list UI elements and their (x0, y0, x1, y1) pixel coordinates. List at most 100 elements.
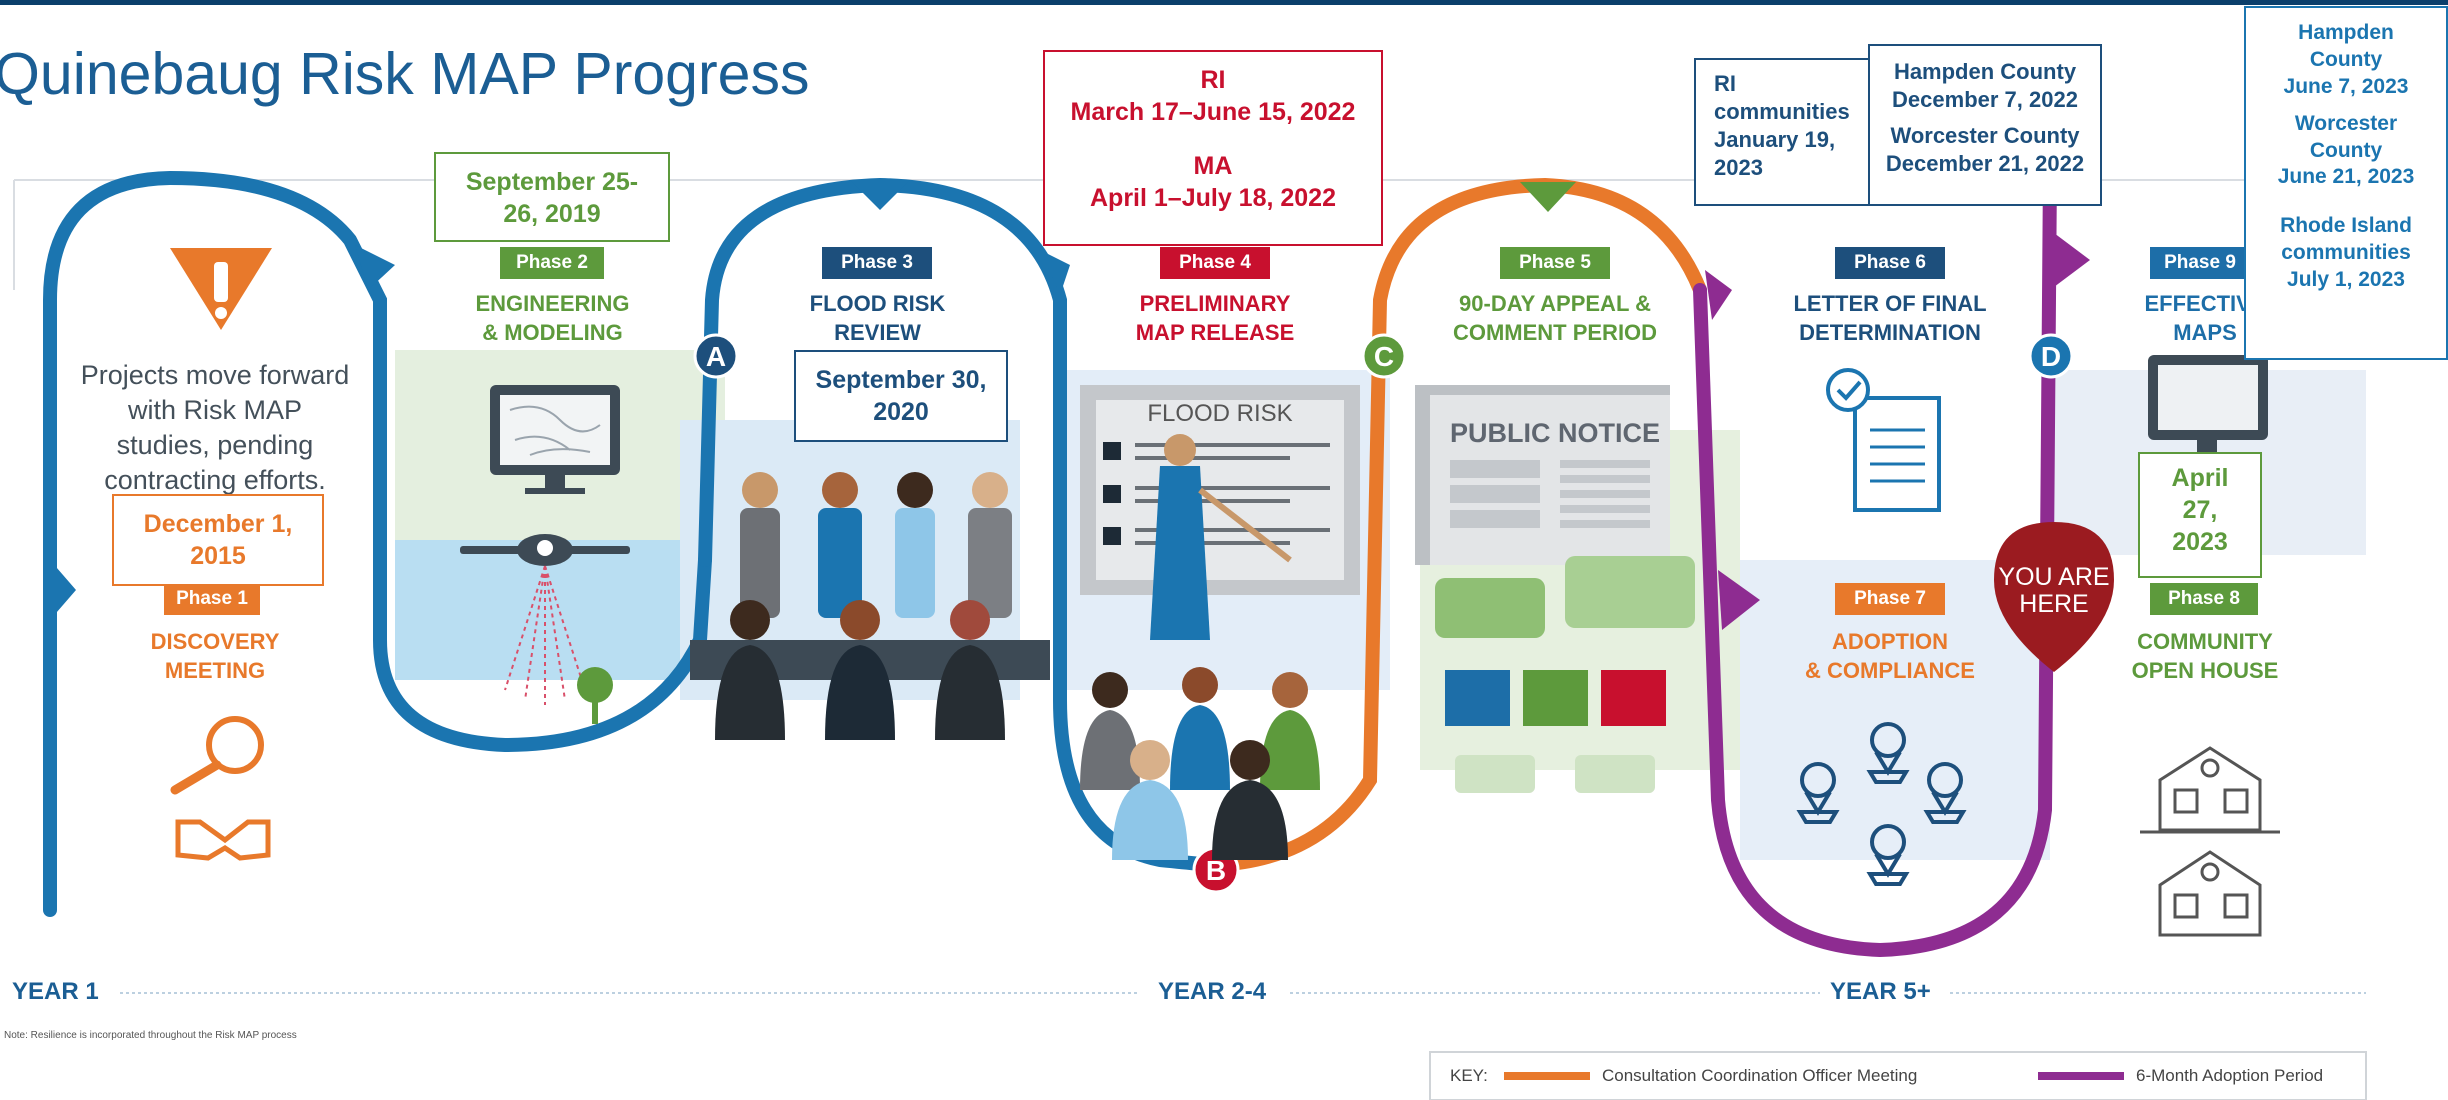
you-are-here-line1: YOU ARE (1998, 563, 2109, 591)
phase5-ri-line1: RI (1714, 71, 1736, 96)
phase4-date-callout: RI March 17–June 15, 2022 MA April 1–Jul… (1043, 50, 1383, 246)
phase6-worcester-line1: Worcester County (1890, 123, 2080, 149)
arrow-phase9 (2050, 230, 2090, 290)
handshake-icon (175, 819, 271, 861)
intro-text-line2: with Risk MAP (127, 395, 303, 426)
phase6-hampden-line1: Hampden County (1893, 59, 2077, 84)
phase3-date-line2: 2020 (873, 398, 929, 426)
arrow-phase1 (50, 560, 76, 620)
phase5-tag: Phase 5 (1500, 247, 1610, 279)
effective-maps-monitor-icon (2148, 355, 2268, 458)
phase3-name-line2: REVIEW (834, 319, 921, 345)
phase5-ri-line4: 2023 (1714, 155, 1763, 181)
arrow-phase2 (355, 245, 395, 290)
phase6-hampden-line2: December 7, 2022 (1892, 87, 2078, 113)
phase6-name-line2: DETERMINATION (1799, 319, 1981, 345)
phase3-name-line1: FLOOD RISK (809, 291, 946, 316)
flood-risk-board-label: FLOOD RISK (1147, 400, 1293, 427)
phase4-audience-illustration (1080, 667, 1320, 860)
intro-text-line3: studies, pending (116, 430, 314, 461)
milestone-a-marker: A (693, 333, 739, 379)
letter-document-icon (1826, 368, 1941, 512)
intro-text-line4: contracting efforts. (104, 465, 326, 496)
phase4-tag: Phase 4 (1160, 247, 1270, 279)
phase2-tag: Phase 2 (500, 247, 604, 279)
phase9-ri-line1: Rhode Island (2280, 214, 2412, 238)
review-audience-illustration (690, 472, 1050, 740)
key-item-adoption-period: 6-Month Adoption Period (2136, 1066, 2324, 1085)
magnifier-icon (170, 716, 264, 795)
phase4-name-line1: PRELIMINARY (1139, 291, 1291, 316)
phase1-date-line2: 2015 (190, 542, 246, 570)
phase3-date-callout: September 30, 2020 (794, 350, 1008, 442)
top-accent-bar (0, 0, 2448, 5)
phase8-date-line1: April (2171, 464, 2229, 492)
milestone-d-marker: D (2028, 333, 2074, 379)
phase5-name-line2: COMMENT PERIOD (1452, 319, 1658, 345)
phase9-ri-line2: communities (2281, 241, 2411, 265)
phase5-name: 90-DAY APPEAL & COMMENT PERIOD (1425, 290, 1685, 347)
airplane-icon (460, 534, 630, 705)
phase6-name: LETTER OF FINAL DETERMINATION (1765, 290, 2015, 347)
phase2-name-line1: ENGINEERING (475, 291, 630, 316)
phase1-date-callout: December 1, 2015 (112, 494, 324, 586)
location-pins-icon (1796, 722, 1967, 886)
year-2-4-label: YEAR 2-4 (1158, 978, 1267, 1005)
phase5-ri-line3: January 19, (1714, 127, 1836, 153)
milestone-c-marker: C (1361, 333, 1407, 379)
milestone-b-label: B (1206, 855, 1226, 886)
phase6-worcester-line2: December 21, 2022 (1885, 151, 2085, 177)
resilience-note: Note: Resilience is incorporated through… (4, 1030, 297, 1041)
arrow-phase3 (850, 180, 910, 210)
phase3-tag: Phase 3 (822, 247, 932, 279)
phase1-name: DISCOVERY MEETING (120, 628, 310, 685)
phase7-name: ADOPTION & COMPLIANCE (1770, 628, 2010, 685)
phase1-date-line1: December 1, (143, 510, 293, 538)
tree-icon (577, 667, 613, 724)
arrow-phase4 (1040, 250, 1070, 295)
intro-text-line1: Projects move forward (80, 360, 350, 390)
phase5-date-callout: RI communities January 19, 2023 (1694, 58, 1870, 206)
you-are-here-marker: YOU ARE HERE (1994, 522, 2114, 672)
phase2-name-line2: & MODELING (482, 319, 623, 345)
phase9-hampden-line2: County (2309, 47, 2383, 71)
phase9-hampden-line1: Hampden (2298, 21, 2394, 44)
phase4-ri-date: March 17–June 15, 2022 (1070, 98, 1356, 126)
page-title: Quinebaug Risk MAP Progress (0, 41, 810, 107)
phase4-ma-label: MA (1193, 152, 1233, 180)
milestone-d-label: D (2041, 341, 2061, 372)
phase8-tag: Phase 8 (2150, 583, 2258, 615)
public-notice-label: PUBLIC NOTICE (1449, 418, 1660, 448)
phase4-ri-label: RI (1200, 66, 1226, 94)
year-5-plus-label: YEAR 5+ (1830, 978, 1931, 1005)
phase6-date-callout: Hampden County December 7, 2022 Worceste… (1868, 44, 2102, 206)
phase8-name: COMMUNITY OPEN HOUSE (2110, 628, 2300, 685)
public-notice-newspaper (1415, 385, 1670, 565)
phase7-name-line2: & COMPLIANCE (1805, 657, 1975, 683)
phase9-hampden-line3: June 7, 2023 (2283, 74, 2409, 98)
phase4-name: PRELIMINARY MAP RELEASE (1100, 290, 1330, 347)
phase9-worcester-line3: June 21, 2023 (2277, 165, 2415, 189)
arrow-phase7 (1718, 570, 1760, 630)
phase5-ri-line2: communities (1714, 99, 1850, 125)
arrow-phase5 (1520, 182, 1576, 212)
flood-risk-board (1080, 385, 1360, 640)
warning-icon (170, 248, 272, 330)
phase1-name-line2: MEETING (164, 657, 266, 683)
year-1-label: YEAR 1 (12, 978, 99, 1005)
arrow-phase6 (1705, 270, 1732, 320)
phase8-date-callout: April 27, 2023 (2138, 452, 2262, 578)
milestone-c-label: C (1374, 341, 1394, 372)
phase9-name-line2: MAPS (2173, 319, 2237, 345)
phase4-ma-date: April 1–July 18, 2022 (1090, 184, 1336, 212)
key-item-cco-meeting: Consultation Coordination Officer Meetin… (1602, 1066, 1918, 1085)
phase6-tag: Phase 6 (1835, 247, 1945, 279)
phase8-name-line2: OPEN HOUSE (2131, 657, 2279, 683)
phase1-name-line1: DISCOVERY (150, 629, 280, 654)
phase1-tag: Phase 1 (164, 583, 260, 615)
phase2-date-line2: 26, 2019 (503, 200, 601, 228)
intro-text: Projects move forward with Risk MAP stud… (70, 358, 360, 498)
phase9-worcester-line2: County (2309, 138, 2383, 162)
phase2-date-line1: September 25- (465, 168, 639, 196)
